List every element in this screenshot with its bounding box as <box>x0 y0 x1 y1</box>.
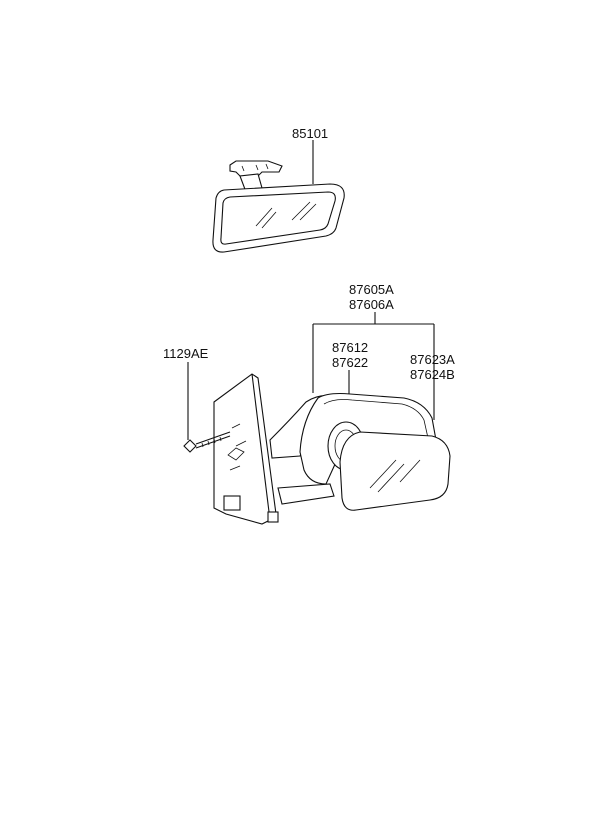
label-87622: 87622 <box>332 355 368 370</box>
label-85101: 85101 <box>292 126 328 141</box>
mirror-pivot-arm <box>277 483 335 505</box>
door-mount-plate <box>213 373 277 525</box>
outer-mirror-glass <box>339 431 451 511</box>
plate-clip <box>223 495 241 511</box>
outside-mirror-assembly <box>183 373 451 525</box>
mirror-mount-bracket <box>229 160 283 177</box>
bracket-87605A <box>312 312 435 420</box>
label-87605A: 87605A <box>349 282 394 297</box>
label-87623A: 87623A <box>410 352 455 367</box>
screw-1129AE <box>183 439 197 453</box>
plate-tab <box>267 511 279 523</box>
inside-mirror-assembly <box>212 160 345 253</box>
mirror-housing <box>212 183 345 253</box>
label-87612: 87612 <box>332 340 368 355</box>
mirror-glass-inner <box>220 191 336 245</box>
label-87606A: 87606A <box>349 297 394 312</box>
label-1129AE: 1129AE <box>163 346 209 361</box>
label-87624B: 87624B <box>410 367 455 382</box>
